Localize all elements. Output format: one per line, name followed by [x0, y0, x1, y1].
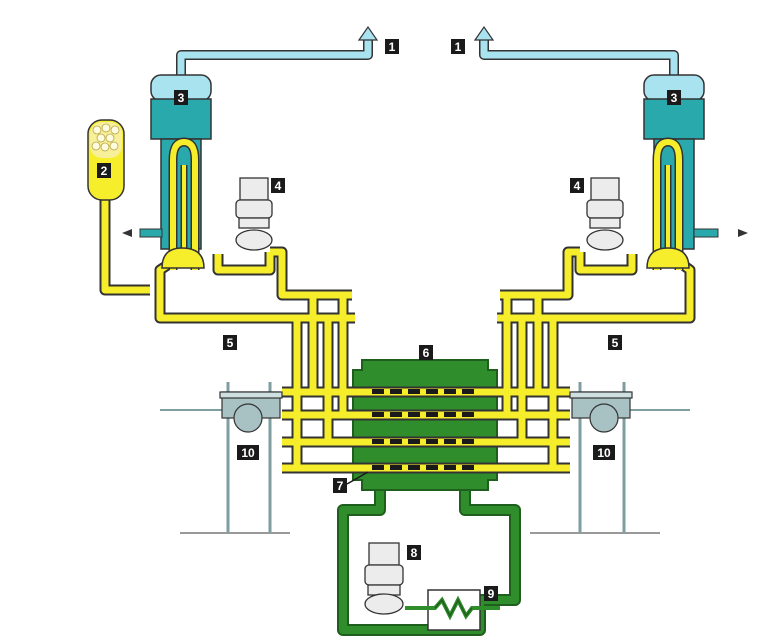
label-coolant-loop-right: 5 — [608, 335, 622, 350]
steam-arrow-up-icon — [473, 25, 495, 41]
steam-arrow-up-icon — [357, 25, 379, 41]
label-steam-outlet-right: 1 — [451, 39, 465, 54]
svg-text:3: 3 — [671, 91, 678, 105]
steam-line-right — [473, 25, 679, 75]
label-pressurizer: 2 — [97, 163, 111, 178]
label-moderator-pump: 8 — [407, 545, 421, 560]
svg-text:5: 5 — [227, 336, 234, 350]
heat-exchanger — [405, 589, 500, 631]
svg-text:4: 4 — [574, 179, 581, 193]
label-heat-exchanger: 9 — [484, 586, 498, 601]
coolant-pump-right — [586, 177, 624, 251]
fueling-machine-right — [569, 391, 633, 433]
svg-text:3: 3 — [178, 91, 185, 105]
feedwater-arrow-icon — [738, 229, 748, 237]
fueling-machine-left — [219, 391, 283, 433]
svg-text:10: 10 — [241, 446, 255, 460]
svg-text:10: 10 — [597, 446, 611, 460]
svg-text:7: 7 — [337, 479, 344, 493]
pressurizer — [87, 119, 125, 201]
label-fueling-machine-left: 10 — [237, 445, 259, 460]
steam-generator-right — [643, 74, 748, 270]
label-steam-outlet-left: 1 — [385, 39, 399, 54]
steam-generator-left — [122, 74, 212, 270]
svg-text:6: 6 — [423, 346, 430, 360]
svg-text:2: 2 — [101, 164, 108, 178]
svg-text:4: 4 — [275, 179, 282, 193]
svg-text:9: 9 — [488, 587, 495, 601]
label-calandria: 6 — [419, 345, 433, 360]
svg-text:5: 5 — [612, 336, 619, 350]
svg-text:1: 1 — [389, 40, 396, 54]
label-fuel-channel: 7 — [333, 471, 369, 493]
label-fueling-machine-right: 10 — [593, 445, 615, 460]
moderator-pump — [364, 542, 404, 615]
label-coolant-pump-left: 4 — [271, 178, 285, 193]
steam-line-left — [176, 25, 379, 75]
label-coolant-pump-right: 4 — [570, 178, 584, 193]
fuel-bundles — [372, 389, 474, 470]
label-steam-generator-right: 3 — [667, 90, 681, 105]
label-coolant-loop-left: 5 — [223, 335, 237, 350]
coolant-pump-left — [235, 177, 273, 251]
svg-text:8: 8 — [411, 546, 418, 560]
feedwater-arrow-icon — [122, 229, 132, 237]
label-steam-generator-left: 3 — [174, 90, 188, 105]
coolant-piping — [99, 195, 696, 474]
svg-text:1: 1 — [455, 40, 462, 54]
